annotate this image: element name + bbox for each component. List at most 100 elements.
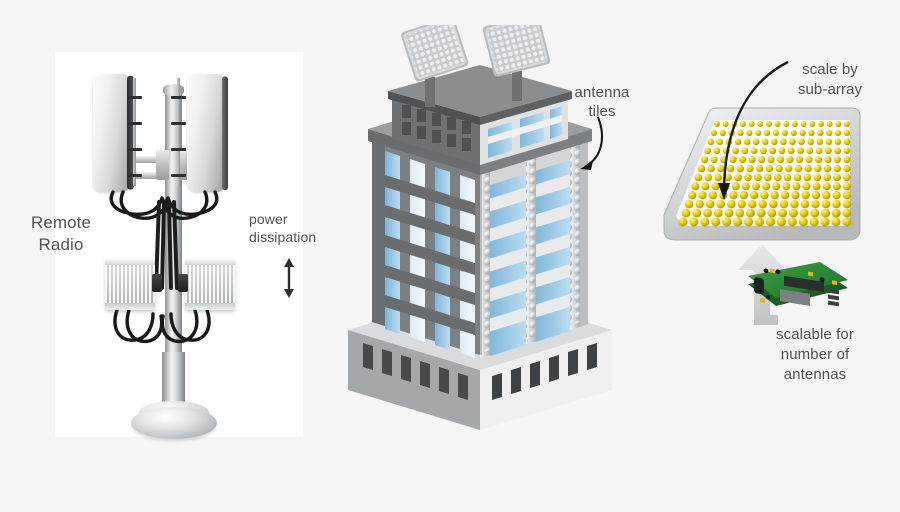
array-element [804,164,812,173]
building-illustration [348,25,612,430]
array-element [810,208,820,218]
array-element [744,217,754,227]
array-element [793,173,802,182]
array-element [741,147,749,155]
array-elements [678,121,852,227]
array-element [764,129,771,137]
label-remote-radio-line1: Remote [30,213,92,232]
rod-clip [127,96,142,99]
array-element [779,199,789,209]
array-element [800,199,810,209]
array-element [727,199,736,209]
array-element [695,199,704,209]
array-element [843,129,851,137]
array-element [805,156,813,164]
array-element [748,121,755,127]
rod-clip [171,122,186,125]
antenna-array-illustration [663,60,861,325]
rru-connector-left [152,274,162,292]
array-element [711,182,720,191]
array-element [825,147,832,155]
array-element [807,138,814,146]
penthouse-parapet-right [480,91,572,125]
array-element [763,173,772,182]
cornice-right [480,129,592,175]
array-element [737,129,744,137]
remote-radio-unit-right [185,258,235,310]
array-element [790,199,799,209]
array-element [843,147,851,155]
array-element [770,191,779,200]
array-element [799,208,809,218]
label-scale-by-line1: scale by [802,61,858,78]
rru-top-cap [185,258,235,265]
array-element [781,129,789,137]
array-element [701,156,709,164]
rod-clip [127,174,142,177]
rod-clip [127,148,142,151]
array-element [774,121,781,127]
array-element [813,173,822,182]
tower-cable-bundle [109,190,219,344]
label-scalable-line2: number of [780,346,850,363]
array-element [769,199,778,209]
array-element [809,217,819,227]
array-element [806,147,814,155]
array-element [823,173,832,182]
array-element [826,129,833,137]
array-element [752,138,760,146]
tower-base-plate [131,407,217,439]
tower-left-corner-pillar [372,137,385,326]
array-element [714,173,723,182]
penthouse-parapet-left [388,91,480,125]
array-element [737,199,747,209]
array-element [758,156,766,164]
array-element [790,129,797,137]
array-element [842,208,852,218]
rru-connector-right [178,274,188,292]
array-element [724,208,734,218]
array-element [831,217,841,227]
scale-by-subarray-pointer-arrow-icon [718,60,789,200]
array-element [762,182,771,191]
panel-cell-tower [55,52,303,439]
array-element [769,147,777,155]
label-antenna-tiles-line1: antenna [574,84,630,101]
array-element [794,164,803,173]
array-element [808,129,815,137]
podium-left-windows [363,343,468,400]
panel-building-with-antenna-tiles: antenna tiles [330,25,630,440]
array-element [692,208,702,218]
array-element [704,147,712,155]
array-element [767,156,775,164]
rru-top-cap [105,258,155,265]
array-element [732,147,739,155]
array-element [688,191,697,200]
array-element [701,182,710,191]
array-element [756,164,764,173]
array-element [772,129,780,137]
array-element [744,173,752,182]
antenna-rod-left [133,78,136,186]
array-element [797,147,804,155]
remote-radio-unit-left [105,258,155,310]
array-element [694,173,703,182]
array-element [821,199,831,209]
array-element [736,164,745,173]
array-element [766,121,772,127]
array-element [772,182,781,191]
array-element [762,138,769,146]
array-element [811,191,821,200]
array-element [755,129,762,137]
array-element [785,164,793,173]
array-element [823,164,832,173]
rod-clip [127,122,142,125]
label-scalable-for-number-of-antennas: scalable for number of antennas [740,325,890,385]
tower-left-floor-bands [385,175,475,335]
array-element [798,138,805,146]
array-element [826,121,833,127]
podium-right-windows [492,343,597,400]
array-element [783,173,792,182]
array-element [726,164,735,173]
array-element [756,208,766,218]
